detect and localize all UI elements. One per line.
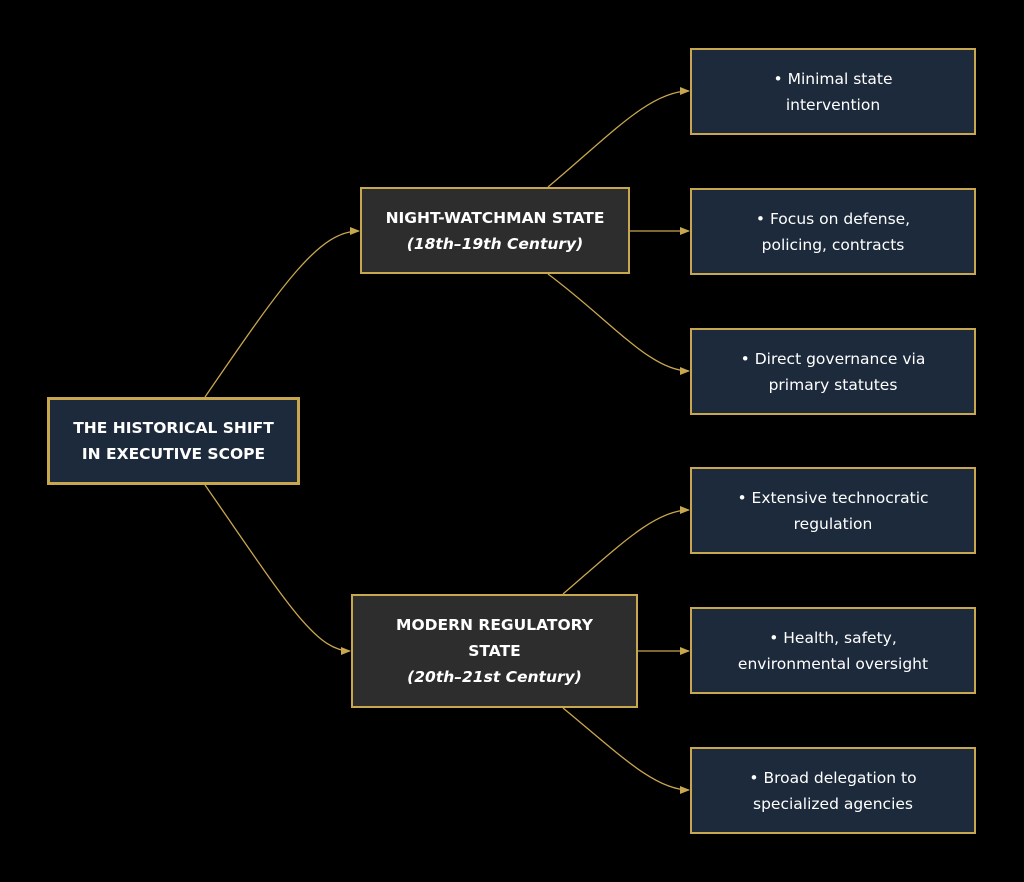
mr-point-technocratic-regulation: • Extensive technocratic regulation	[690, 467, 976, 554]
mr-point-health-safety: • Health, safety, environmental oversigh…	[690, 607, 976, 694]
nw-point-defense-policing: • Focus on defense, policing, contracts	[690, 188, 976, 275]
leaf-line: regulation	[793, 514, 873, 533]
root-node-line: THE HISTORICAL SHIFT	[73, 419, 274, 437]
leaf-line: • Focus on defense,	[755, 209, 911, 228]
leaf-line: specialized agencies	[753, 794, 913, 813]
edge-root-to-modern-regulatory	[204, 484, 351, 655]
night-watchman-era: (18th–19th Century)	[406, 234, 584, 253]
leaf-line: • Extensive technocratic	[737, 488, 929, 507]
modern-regulatory-title: MODERN REGULATORY	[396, 616, 593, 634]
night-watchman-title: NIGHT-WATCHMAN STATE	[385, 208, 605, 227]
modern-regulatory-state-node: MODERN REGULATORY STATE (20th–21st Centu…	[351, 594, 638, 708]
edge-mr-to-point-3	[562, 707, 690, 794]
leaf-line: policing, contracts	[761, 235, 905, 254]
night-watchman-state-node: NIGHT-WATCHMAN STATE (18th–19th Century)	[360, 187, 630, 274]
nw-point-minimal-intervention: • Minimal state intervention	[690, 48, 976, 135]
leaf-line: • Direct governance via	[740, 349, 926, 368]
edge-mr-to-point-1	[562, 506, 690, 595]
leaf-line: primary statutes	[768, 375, 898, 394]
leaf-line: environmental oversight	[737, 654, 929, 673]
leaf-line: • Health, safety,	[769, 628, 897, 647]
edge-nw-to-point-3	[547, 273, 690, 375]
leaf-line: • Broad delegation to	[749, 768, 917, 787]
edge-root-to-night-watchman	[204, 227, 360, 398]
modern-regulatory-title: STATE	[468, 642, 521, 660]
mr-point-broad-delegation: • Broad delegation to specialized agenci…	[690, 747, 976, 834]
edge-nw-to-point-1	[547, 87, 690, 188]
modern-regulatory-era: (20th–21st Century)	[407, 668, 582, 686]
leaf-line: • Minimal state	[773, 69, 893, 88]
root-node-line: IN EXECUTIVE SCOPE	[81, 445, 266, 463]
root-node: THE HISTORICAL SHIFT IN EXECUTIVE SCOPE	[47, 397, 300, 485]
nw-point-direct-governance: • Direct governance via primary statutes	[690, 328, 976, 415]
leaf-line: intervention	[785, 95, 881, 114]
